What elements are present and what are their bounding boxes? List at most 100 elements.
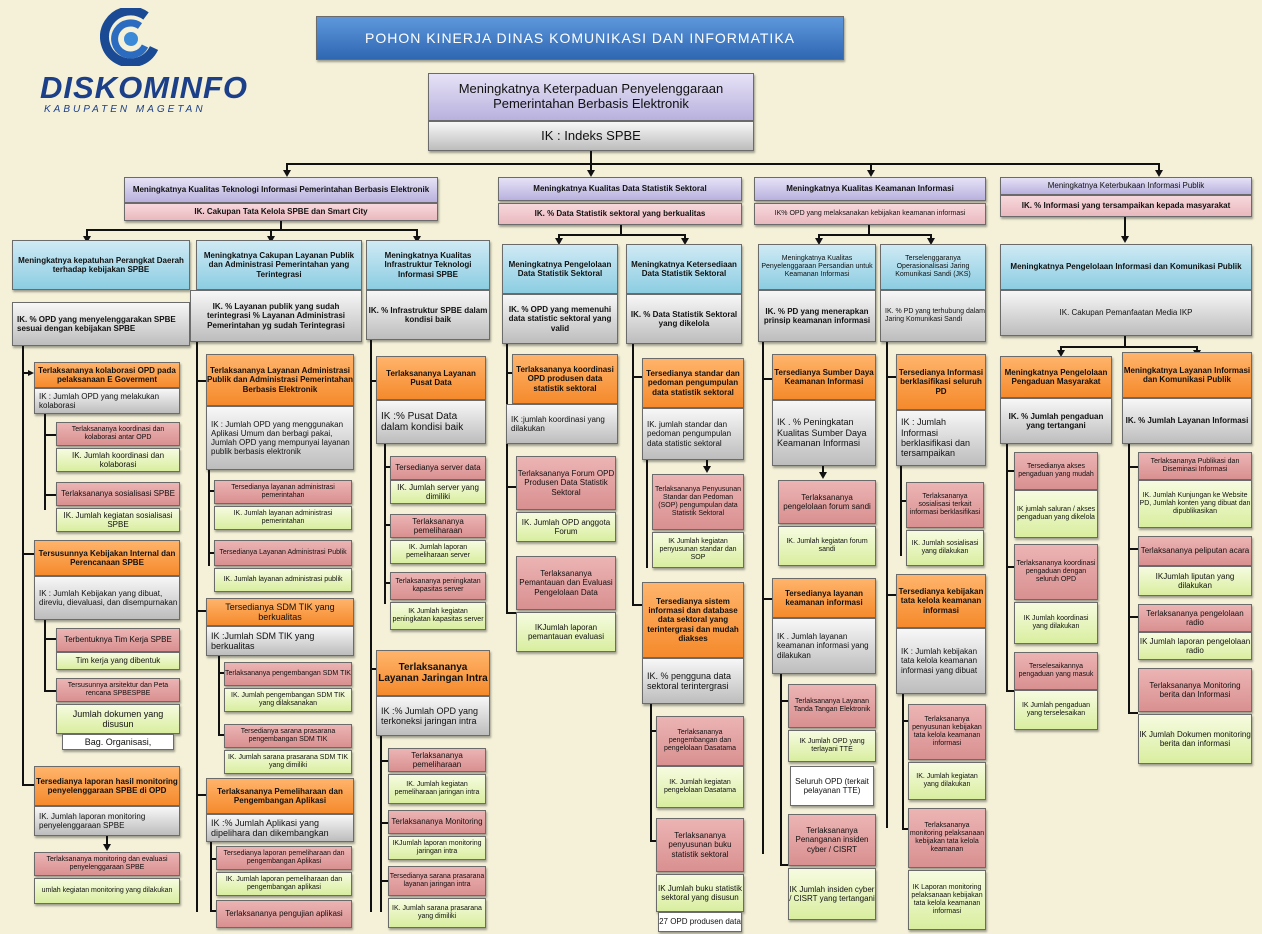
col1-a1b-ik-text: IK. Jumlah kegiatan sosialisasi SPBE xyxy=(63,510,173,529)
col1-c2-ik: IK :% Jumlah OPD yang terkoneksi jaringa… xyxy=(376,696,490,736)
col1-b3b-text: Terlaksananya pengujian aplikasi xyxy=(225,909,343,919)
col1-b1a-text: Tersedianya layanan administrasi pemerin… xyxy=(231,483,335,499)
col1-c1c: Terlaksananya peningkatan kapasitas serv… xyxy=(390,572,486,600)
col3-title-text: Meningkatnya Kualitas Keamanan Informasi xyxy=(786,184,954,194)
col4-a2b-ik: IKJumlah liputan yang dilakukan xyxy=(1138,566,1252,596)
col1-c-ik-text: IK. % Infrastruktur SPBE dalam kondisi b… xyxy=(368,305,488,324)
col1-b1a-ik-text: IK. Jumlah layanan administrasi pemerint… xyxy=(233,509,333,525)
col1-c1c-ik: IK Jumlah kegiatan peningkatan kapasitas… xyxy=(390,602,486,630)
col2-b2-ik-text: IK. % pengguna data sektoral terintergra… xyxy=(647,670,732,691)
col1-b1b-text: Tersedianya Layanan Administrasi Publik xyxy=(219,548,347,556)
col4-a2a-text: Terlaksananya Publikasi dan Diseminasi I… xyxy=(1150,457,1240,473)
col3-b2b-ik: IK Laporan monitoring pelaksanaan kebija… xyxy=(908,870,986,930)
col1-a2b-note-text: Bag. Organisasi, xyxy=(84,736,152,747)
col3-b-ik: IK. % PD yang terhubung dalam Jaring Kom… xyxy=(880,290,986,342)
col2-a1: Terlaksananya koordinasi OPD produsen da… xyxy=(512,354,618,404)
col2-b2: Tersedianya sistem informasi dan databas… xyxy=(642,582,744,658)
col3-a1-ik-text: IK . % Peningkatan Kualitas Sumber Daya … xyxy=(777,417,867,449)
col2-b1: Tersedianya standar dan pedoman pengumpu… xyxy=(642,358,744,408)
col3-a1a-text: Terlaksananya pengelolaan forum sandi xyxy=(783,492,871,511)
col1-b3-text: Terlaksananya Pemeliharaan dan Pengemban… xyxy=(217,786,343,805)
col4-a1c-ik-text: IK Jumlah pengaduan yang terselesaikan xyxy=(1021,701,1091,717)
col2-b1-text: Tersedianya standar dan pedoman pengumpu… xyxy=(646,369,740,397)
col1-b1: Terlaksananya Layanan Administrasi Publi… xyxy=(206,354,354,406)
col1-a3a-text: Terlaksananya monitoring dan evaluasi pe… xyxy=(46,855,168,871)
col3-a-title-text: Meningkatnya Kualitas Penyelenggaraan Pe… xyxy=(761,254,873,279)
col1-c1b-ik-text: IK. Jumlah laporan pemeliharaan server xyxy=(406,543,470,559)
col1-a2b-ik: Jumlah dokumen yang disusun xyxy=(56,704,180,734)
col1-b3a-ik-text: IK. Jumlah laporan pemeliharaan dan peng… xyxy=(225,875,343,891)
col1-b1b-ik: IK. Jumlah layanan administrasi publik xyxy=(214,568,352,592)
col2-a1b-ik-text: IKJumlah laporan pemantauan evaluasi xyxy=(527,622,605,641)
col2-b2b-ik: IK Jumlah buku statistik sektoral yang d… xyxy=(656,874,744,912)
col1-c1c-ik-text: IK Jumlah kegiatan peningkatan kapasitas… xyxy=(392,607,484,623)
col1-b1b: Tersedianya Layanan Administrasi Publik xyxy=(214,540,352,566)
col1-a3-ik: IK. Jumlah laporan monitoring penyelengg… xyxy=(34,806,180,836)
col1-b-ik-text: IK. % Layanan publik yang sudah terinteg… xyxy=(207,302,345,330)
col1-b-title: Meningkatnya Cakupan Layanan Publik dan … xyxy=(196,240,362,290)
col4-a1c-ik: IK Jumlah pengaduan yang terselesaikan xyxy=(1014,690,1098,730)
col1-a1a: Terlaksananya koordinasi dan kolaborasi … xyxy=(56,422,180,446)
col1-c1b-text: Terlaksananya pemeliharaan xyxy=(412,516,464,535)
col1-c2a: Terlaksananya pemeliharaan xyxy=(388,748,486,772)
col2-b2b: Terlaksananya penyusunan buku statistik … xyxy=(656,818,744,872)
col3-a1-text: Tersedianya Sumber Daya Keamanan Informa… xyxy=(774,367,874,386)
col4-a1-text: Meningkatnya Pengelolaan Pengaduan Masya… xyxy=(1004,367,1108,386)
col2-b2a-ik: IK. Jumlah kegiatan pengelolaan Dasatama xyxy=(656,766,744,808)
col3-a1-ik: IK . % Peningkatan Kualitas Sumber Daya … xyxy=(772,400,876,466)
col3-title: Meningkatnya Kualitas Keamanan Informasi xyxy=(754,177,986,201)
col3-a2b-text: Terlaksananya Penanganan insiden cyber /… xyxy=(795,826,869,854)
col1-b1-text: Terlaksananya Layanan Administrasi Publi… xyxy=(207,366,353,394)
col4-a-title: Meningkatnya Pengelolaan Informasi dan K… xyxy=(1000,244,1252,290)
col1-c2-ik-text: IK :% Jumlah OPD yang terkoneksi jaringa… xyxy=(381,705,479,726)
col1-c1-text: Terlaksananya Layanan Pusat Data xyxy=(386,368,476,387)
col1-c-title: Meningkatnya Kualitas Infrastruktur Tekn… xyxy=(366,240,490,290)
col3-a1a: Terlaksananya pengelolaan forum sandi xyxy=(778,480,876,524)
col3-a2: Tersedianya layanan keamanan informasi xyxy=(772,578,876,618)
col1-a2a-ik: Tim kerja yang dibentuk xyxy=(56,652,180,670)
col1-c2a-ik-text: IK. Jumlah kegiatan pemeliharaan jaringa… xyxy=(394,780,480,796)
col1-b2b-ik: IK. Jumlah sarana prasarana SDM TIK yang… xyxy=(224,750,352,774)
col4-a2d-text: Terlaksananya Monitoring berita dan Info… xyxy=(1149,680,1241,699)
col1-c2b-ik-text: IKJumlah laporan monitoring jaringan int… xyxy=(392,839,482,855)
col2-b1a: Terlaksananya Penyusunan Standar dan Ped… xyxy=(652,474,744,530)
col1-a-ik-text: IK. % OPD yang menyelenggarakan SPBE ses… xyxy=(17,314,176,333)
col1-a1-ik-text: IK : Jumlah OPD yang melakukan kolaboras… xyxy=(39,391,160,410)
col1-a3-ik-text: IK. Jumlah laporan monitoring penyelengg… xyxy=(39,811,146,830)
col3-a2a-text: Terlaksananya Layanan Tanda Tangan Elekt… xyxy=(793,697,871,713)
col4-a2d-ik-text: IK Jumlah Dokumen monitoring berita dan … xyxy=(1139,729,1251,748)
col2-b1-ik: IK. jumlah standar dan pedoman pengumpul… xyxy=(642,408,744,460)
col3-b-title: Terselenggaranya Operasionalisasi Jaring… xyxy=(880,244,986,290)
col3-b2a-ik-text: IK. Jumlah kegiatan yang dilakukan xyxy=(916,772,978,788)
col2-a1b: Terlaksananya Pemantauan dan Evaluasi Pe… xyxy=(516,556,616,610)
col1-a3: Tersedianya laporan hasil monitoring pen… xyxy=(34,766,180,806)
col2-b1a-ik: IK Jumlah kegiatan penyusunan standar da… xyxy=(652,532,744,568)
col1-a1b: Terlaksananya sosialisasi SPBE xyxy=(56,482,180,506)
col1-c2b-text: Terlaksananya Monitoring xyxy=(391,817,483,827)
top-goal: Meningkatnya Keterpaduan Penyelenggaraan… xyxy=(428,73,754,121)
col1-b3-ik-text: IK :% Jumlah Aplikasi yang dipelihara da… xyxy=(211,817,329,838)
col1-a1-text: Terlaksananya kolaborasi OPD pada pelaks… xyxy=(38,365,176,384)
col3-b1a: Terlaksananya sosialisasi terkait inform… xyxy=(906,482,984,528)
col1-title: Meningkatnya Kualitas Teknologi Informas… xyxy=(124,177,438,203)
col1-b3a: Tersedianya laporan pemeliharaan dan pen… xyxy=(216,846,352,870)
col4-a2d: Terlaksananya Monitoring berita dan Info… xyxy=(1138,668,1252,712)
col3-a2b: Terlaksananya Penanganan insiden cyber /… xyxy=(788,814,876,866)
col4-a2: Meningkatnya Layanan Informasi dan Komun… xyxy=(1122,352,1252,398)
col2-b-title: Meningkatnya Ketersediaan Data Statistik… xyxy=(626,244,742,294)
col2-a1a: Terlaksananya Forum OPD Produsen Data St… xyxy=(516,456,616,510)
col1-a2a: Terbentuknya Tim Kerja SPBE xyxy=(56,628,180,652)
col4-a2c-text: Terlaksananya pengelolaan radio xyxy=(1146,608,1244,627)
col1-b1-ik-text: IK : Jumlah OPD yang menggunakan Aplikas… xyxy=(211,419,350,457)
col1-a1b-ik: IK. Jumlah kegiatan sosialisasi SPBE xyxy=(56,508,180,532)
col2-b1a-text: Terlaksananya Penyusunan Standar dan Ped… xyxy=(654,485,741,518)
col1-b2a-ik: IK. Jumlah pengembangan SDM TIK yang dil… xyxy=(224,688,352,712)
col1-b2: Tersedianya SDM TIK yang berkualitas xyxy=(206,598,354,626)
top-goal-text: Meningkatnya Keterpaduan Penyelenggaraan… xyxy=(458,81,724,111)
col3-b2a-text: Terlaksananya penyusunan kebijakan tata … xyxy=(912,715,982,748)
col1-c1a-text: Tersedianya server data xyxy=(395,463,481,473)
col3-b-ik-text: IK. % PD yang terhubung dalam Jaring Kom… xyxy=(885,307,986,323)
col4-a2b: Terlaksananya peliputan acara xyxy=(1138,536,1252,566)
col1-a1a-ik-text: IK. Jumlah koordinasi dan kolaborasi xyxy=(71,450,165,469)
col2-b2b-note: 27 OPD produsen data xyxy=(658,912,742,932)
